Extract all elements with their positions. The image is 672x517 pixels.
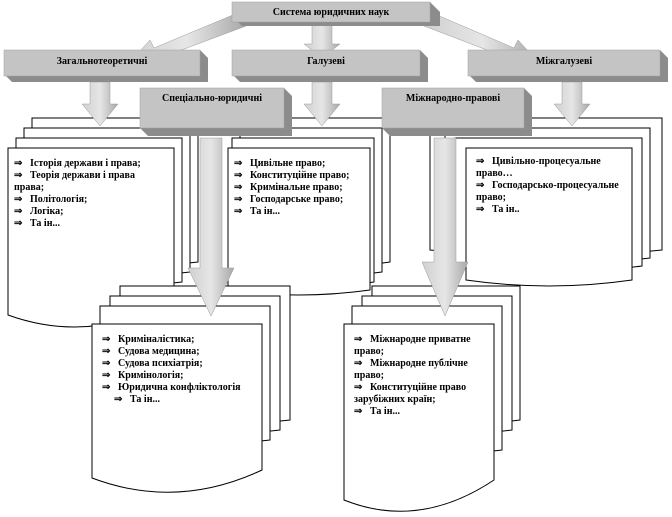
international-list: ⇒Міжнародне приватне право; ⇒Міжнародне …	[354, 334, 494, 418]
list-item: зарубіжних країн;	[354, 394, 436, 405]
arrow-bullet-icon: ⇒	[14, 218, 23, 229]
arrow-bullet-icon: ⇒	[234, 158, 243, 169]
special-list: ⇒Криміналістика; ⇒Судова медицина; ⇒Судо…	[102, 334, 262, 406]
special-label: Спеціально-юридичні	[161, 93, 262, 104]
list-item: право…	[476, 168, 513, 179]
arrow-interbranch-down	[553, 81, 591, 127]
arrow-bullet-icon: ⇒	[14, 194, 23, 205]
arrow-bullet-icon: ⇒	[354, 406, 363, 417]
international-label: Міжнародно-правові	[405, 93, 501, 104]
list-item: право;	[476, 192, 506, 203]
list-item: ⇒Та ін...	[14, 218, 60, 229]
list-item: ⇒Цивільно-процесуальне	[476, 156, 601, 167]
list-item: ⇒Судова психіатрія;	[102, 358, 203, 369]
list-item: право;	[354, 346, 384, 357]
list-item: ⇒Цивільне право;	[234, 158, 326, 169]
arrow-bullet-icon: ⇒	[102, 334, 111, 345]
interbranch-label: Міжгалузеві	[535, 56, 593, 67]
list-item: ⇒Та ін...	[354, 406, 400, 417]
arrow-bullet-icon: ⇒	[102, 370, 111, 381]
list-item: ⇒Історія держави і права;	[14, 158, 141, 169]
list-item: ⇒Господарсько-процесуальне	[476, 180, 619, 191]
list-item: ⇒Політологія;	[14, 194, 88, 205]
document-stack-general	[7, 117, 199, 328]
arrow-bullet-icon: ⇒	[102, 346, 111, 357]
list-item: ⇒Господарське право;	[234, 194, 344, 205]
arrow-branch-down	[303, 81, 341, 127]
list-item: ⇒Конституційне право;	[234, 170, 350, 181]
arrow-bullet-icon: ⇒	[234, 170, 243, 181]
document-stack-special	[91, 285, 291, 493]
arrow-bullet-icon: ⇒	[234, 182, 243, 193]
list-item: ⇒Та ін...	[114, 394, 160, 405]
list-item: ⇒Конституційне право	[354, 382, 467, 393]
arrow-bullet-icon: ⇒	[102, 358, 111, 369]
document-stack-international	[343, 285, 521, 512]
list-item: ⇒Теорія держави і права	[14, 170, 135, 181]
arrow-special-down	[187, 137, 235, 317]
root-box	[231, 1, 440, 26]
arrow-bullet-icon: ⇒	[354, 358, 363, 369]
list-item: права;	[14, 182, 45, 193]
branch-label: Галузеві	[307, 56, 345, 67]
list-item: ⇒Кримінологія;	[102, 370, 184, 381]
arrow-bullet-icon: ⇒	[114, 394, 123, 405]
list-item: право;	[354, 370, 384, 381]
list-item: ⇒Судова медицина;	[102, 346, 200, 357]
document-stack-branch	[227, 117, 391, 296]
arrow-general-down	[81, 81, 119, 127]
arrow-bullet-icon: ⇒	[14, 158, 23, 169]
general-list: ⇒Історія держави і права; ⇒Теорія держав…	[14, 158, 172, 230]
general-label: Загальнотеоретичні	[56, 56, 148, 67]
arrow-bullet-icon: ⇒	[476, 180, 485, 191]
list-item: ⇒Юридична конфліктологія	[102, 382, 241, 393]
list-item: ⇒Міжнародне приватне	[354, 334, 471, 345]
arrow-bullet-icon: ⇒	[476, 204, 485, 215]
special-box	[139, 87, 292, 136]
arrow-bullet-icon: ⇒	[234, 194, 243, 205]
list-item: ⇒Кримінальне право;	[234, 182, 343, 193]
list-item: ⇒Та ін...	[234, 206, 280, 217]
list-item: ⇒Міжнародне публічне	[354, 358, 468, 369]
arrow-bullet-icon: ⇒	[476, 156, 485, 167]
document-stack-interbranch	[429, 117, 663, 287]
arrow-bullet-icon: ⇒	[14, 206, 23, 217]
branch-box	[231, 49, 428, 82]
general-box	[3, 49, 208, 82]
list-item: ⇒Криміналістика;	[102, 334, 195, 345]
arrow-bullet-icon: ⇒	[354, 334, 363, 345]
international-box	[381, 87, 532, 136]
arrow-bullet-icon: ⇒	[234, 206, 243, 217]
arrow-international-down	[421, 137, 469, 317]
list-item: ⇒Та ін..	[476, 204, 520, 215]
interbranch-list: ⇒Цивільно-процесуальне право… ⇒Господарс…	[476, 156, 630, 216]
arrow-bullet-icon: ⇒	[354, 382, 363, 393]
interbranch-box	[467, 49, 668, 82]
list-item: ⇒Логіка;	[14, 206, 64, 217]
branch-list: ⇒Цивільне право; ⇒Конституційне право; ⇒…	[234, 158, 368, 218]
arrow-bullet-icon: ⇒	[102, 382, 111, 393]
root-label: Система юридичних наук	[272, 7, 390, 18]
arrow-bullet-icon: ⇒	[14, 170, 23, 181]
